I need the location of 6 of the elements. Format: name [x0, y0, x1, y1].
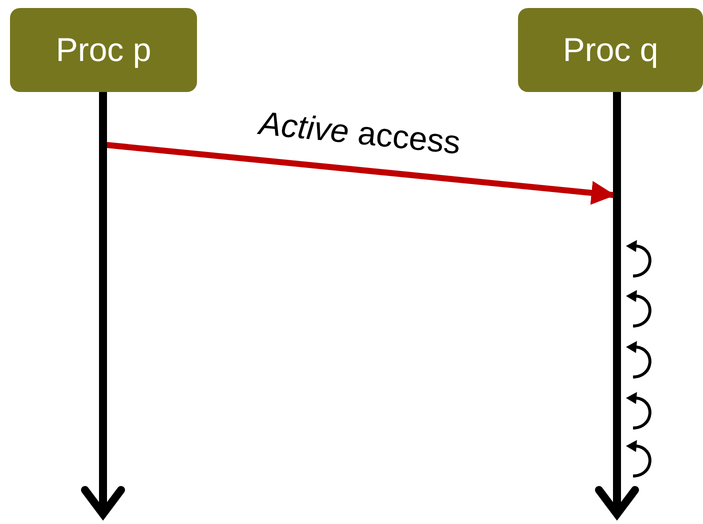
process-box [518, 8, 703, 92]
process-label: Proc p [56, 31, 152, 69]
process-label: Proc q [562, 31, 658, 69]
lifeline [81, 92, 125, 520]
process-box [10, 8, 197, 92]
lifeline [595, 92, 639, 520]
